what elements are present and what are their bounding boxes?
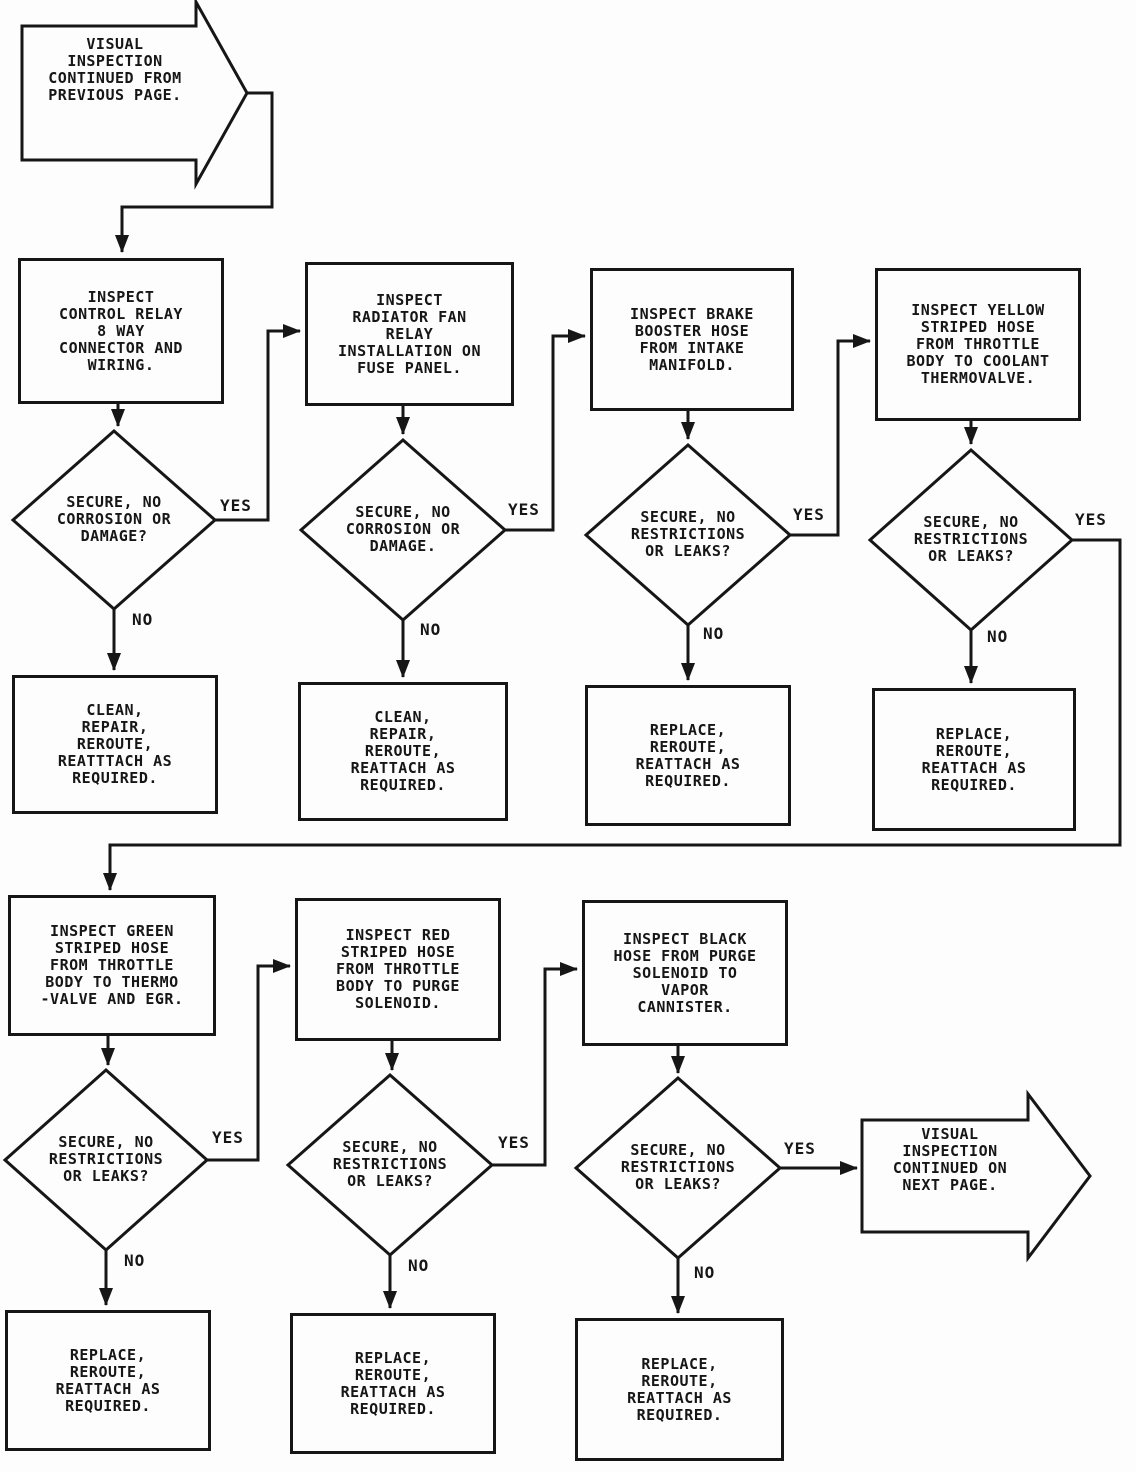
no-label-3: NO [703,624,725,643]
connector-yes-2 [505,329,586,532]
yes-label-7: YES [784,1139,816,1158]
action-box-1: CLEAN, REPAIR, REROUTE, REATTTACH AS REQ… [12,675,218,814]
no-label-5: NO [124,1251,146,1270]
decision-diamond-5 [2,1067,210,1253]
connector-yes-4-wrap-to-row-2 [103,538,1122,891]
action-box-4-text: REPLACE, REROUTE, REATTACH AS REQUIRED. [921,724,1027,794]
yes-label-4: YES [1075,510,1107,529]
decision-label-3: SECURE, NO RESTRICTIONS OR LEAKS? [630,508,746,560]
end-arrow-shape [860,1089,1092,1263]
action-box-1-text: CLEAN, REPAIR, REROUTE, REATTTACH AS REQ… [57,701,173,787]
no-label-7: NO [694,1263,716,1282]
inspect-box-brake-booster-hose: INSPECT BRAKE BOOSTER HOSE FROM INTAKE M… [590,268,794,411]
inspect-box-radiator-fan-relay-text: INSPECT RADIATOR FAN RELAY INSTALLATION … [338,290,481,377]
decision-diamond-7 [573,1075,783,1261]
action-box-3: REPLACE, REROUTE, REATTACH AS REQUIRED. [585,685,791,826]
no-label-4: NO [987,627,1009,646]
inspect-box-yellow-striped-hose-text: INSPECT YELLOW STRIPED HOSE FROM THROTTL… [906,301,1050,387]
inspect-box-brake-booster-hose-text: INSPECT BRAKE BOOSTER HOSE FROM INTAKE M… [630,304,754,374]
decision-diamond-2 [298,437,508,623]
inspect-box-black-hose-text: INSPECT BLACK HOSE FROM PURGE SOLENOID T… [613,929,757,1016]
yes-label-5: YES [212,1128,244,1147]
inspect-box-control-relay: INSPECT CONTROL RELAY 8 WAY CONNECTOR AN… [18,258,224,404]
action-box-2-text: CLEAN, REPAIR, REROUTE, REATTACH AS REQU… [350,708,456,794]
inspect-box-red-striped-hose: INSPECT RED STRIPED HOSE FROM THROTTLE B… [295,898,501,1041]
connector-yes-1 [215,324,301,522]
inspect-box-control-relay-text: INSPECT CONTROL RELAY 8 WAY CONNECTOR AN… [59,287,183,374]
connector-yes-5 [207,959,291,1162]
no-label-2: NO [420,620,442,639]
connector-yes-3 [790,334,871,537]
decision-diamond-1 [10,429,218,611]
connector-yes-6 [492,962,578,1167]
yes-label-3: YES [793,505,825,524]
action-box-2: CLEAN, REPAIR, REROUTE, REATTACH AS REQU… [298,682,508,821]
action-box-4: REPLACE, REROUTE, REATTACH AS REQUIRED. [872,688,1076,831]
decision-diamond-6 [285,1072,495,1258]
action-box-6-text: REPLACE, REROUTE, REATTACH AS REQUIRED. [340,1348,446,1418]
inspect-box-yellow-striped-hose: INSPECT YELLOW STRIPED HOSE FROM THROTTL… [875,268,1081,421]
decision-label-6: SECURE, NO RESTRICTIONS OR LEAKS? [332,1138,448,1190]
action-box-7: REPLACE, REROUTE, REATTACH AS REQUIRED. [575,1318,784,1461]
yes-label-2: YES [508,500,540,519]
end-arrow-label: VISUAL INSPECTION CONTINUED ON NEXT PAGE… [892,1125,1008,1194]
decision-label-7: SECURE, NO RESTRICTIONS OR LEAKS? [620,1141,736,1193]
action-box-5: REPLACE, REROUTE, REATTACH AS REQUIRED. [5,1310,211,1451]
action-box-7-text: REPLACE, REROUTE, REATTACH AS REQUIRED. [627,1354,732,1424]
action-box-3-text: REPLACE, REROUTE, REATTACH AS REQUIRED. [635,720,741,790]
inspect-box-radiator-fan-relay: INSPECT RADIATOR FAN RELAY INSTALLATION … [305,262,514,406]
start-arrow-label: VISUAL INSPECTION CONTINUED FROM PREVIOU… [48,35,182,104]
decision-label-4: SECURE, NO RESTRICTIONS OR LEAKS? [913,513,1029,565]
inspect-box-green-striped-hose-text: INSPECT GREEN STRIPED HOSE FROM THROTTLE… [40,922,184,1008]
decision-diamond-4 [867,447,1075,633]
decision-diamond-3 [583,442,793,628]
action-box-6: REPLACE, REROUTE, REATTACH AS REQUIRED. [290,1313,496,1454]
inspect-box-red-striped-hose-text: INSPECT RED STRIPED HOSE FROM THROTTLE B… [336,926,460,1012]
yes-label-6: YES [498,1133,530,1152]
connector-start-to-inspect-1 [115,91,274,253]
no-label-6: NO [408,1256,430,1275]
start-arrow-shape [20,0,249,190]
decision-label-2: SECURE, NO CORROSION OR DAMAGE. [345,503,461,555]
inspect-box-black-hose: INSPECT BLACK HOSE FROM PURGE SOLENOID T… [582,900,788,1046]
inspect-box-green-striped-hose: INSPECT GREEN STRIPED HOSE FROM THROTTLE… [8,895,216,1036]
decision-label-5: SECURE, NO RESTRICTIONS OR LEAKS? [48,1133,164,1185]
no-label-1: NO [132,610,154,629]
decision-label-1: SECURE, NO CORROSION OR DAMAGE? [56,493,172,545]
yes-label-1: YES [220,496,252,515]
action-box-5-text: REPLACE, REROUTE, REATTACH AS REQUIRED. [55,1345,161,1415]
